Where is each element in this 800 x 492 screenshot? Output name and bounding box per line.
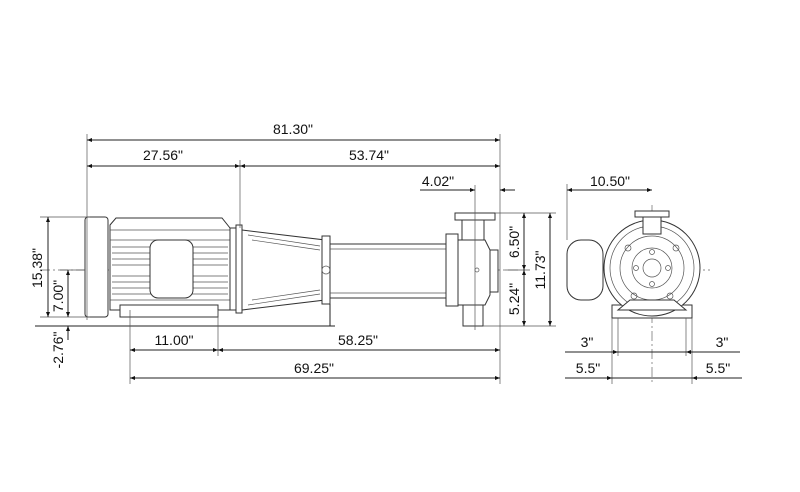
label-base-right: 5.5" — [706, 360, 730, 376]
label-overall-length: 81.30" — [273, 121, 313, 137]
suction-pipe — [462, 304, 484, 327]
label-foot-left: 3" — [581, 334, 594, 350]
motor-bracket — [241, 229, 331, 311]
motor — [109, 217, 243, 314]
pump-casing — [445, 212, 499, 327]
label-foot-right: 3" — [716, 334, 729, 350]
dimension-labels: 81.30" 27.56" 53.74" 4.02" 15.38" 7.00" … — [29, 121, 730, 376]
label-mount-to-pump: 58.25" — [338, 332, 378, 348]
label-suction-depth: 5.24" — [506, 283, 522, 315]
end-view — [565, 184, 742, 384]
side-view — [35, 212, 520, 327]
label-motor-offset: 10.50" — [590, 173, 630, 189]
pump-column — [329, 243, 447, 299]
label-mount-spacing: 11.00" — [155, 332, 194, 348]
label-pump-height: 11.73" — [532, 250, 548, 289]
label-motor-length: 27.56" — [143, 147, 183, 163]
extension-lines — [40, 134, 556, 384]
fan-cover — [84, 216, 109, 318]
motor-silhouette — [566, 239, 604, 301]
label-mount-to-pump-total: 69.25" — [294, 360, 334, 376]
label-motor-height: 15.38" — [29, 248, 45, 288]
label-base-left: 5.5" — [576, 360, 600, 376]
label-discharge-offset: 4.02" — [422, 173, 454, 189]
label-pump-end-length: 53.74" — [349, 147, 389, 163]
label-discharge-height: 6.50" — [506, 226, 522, 258]
motor-foot — [119, 304, 219, 318]
label-shaft-height: 7.00" — [50, 280, 66, 312]
terminal-box — [149, 239, 194, 299]
label-base-offset: -2.76" — [50, 332, 66, 369]
